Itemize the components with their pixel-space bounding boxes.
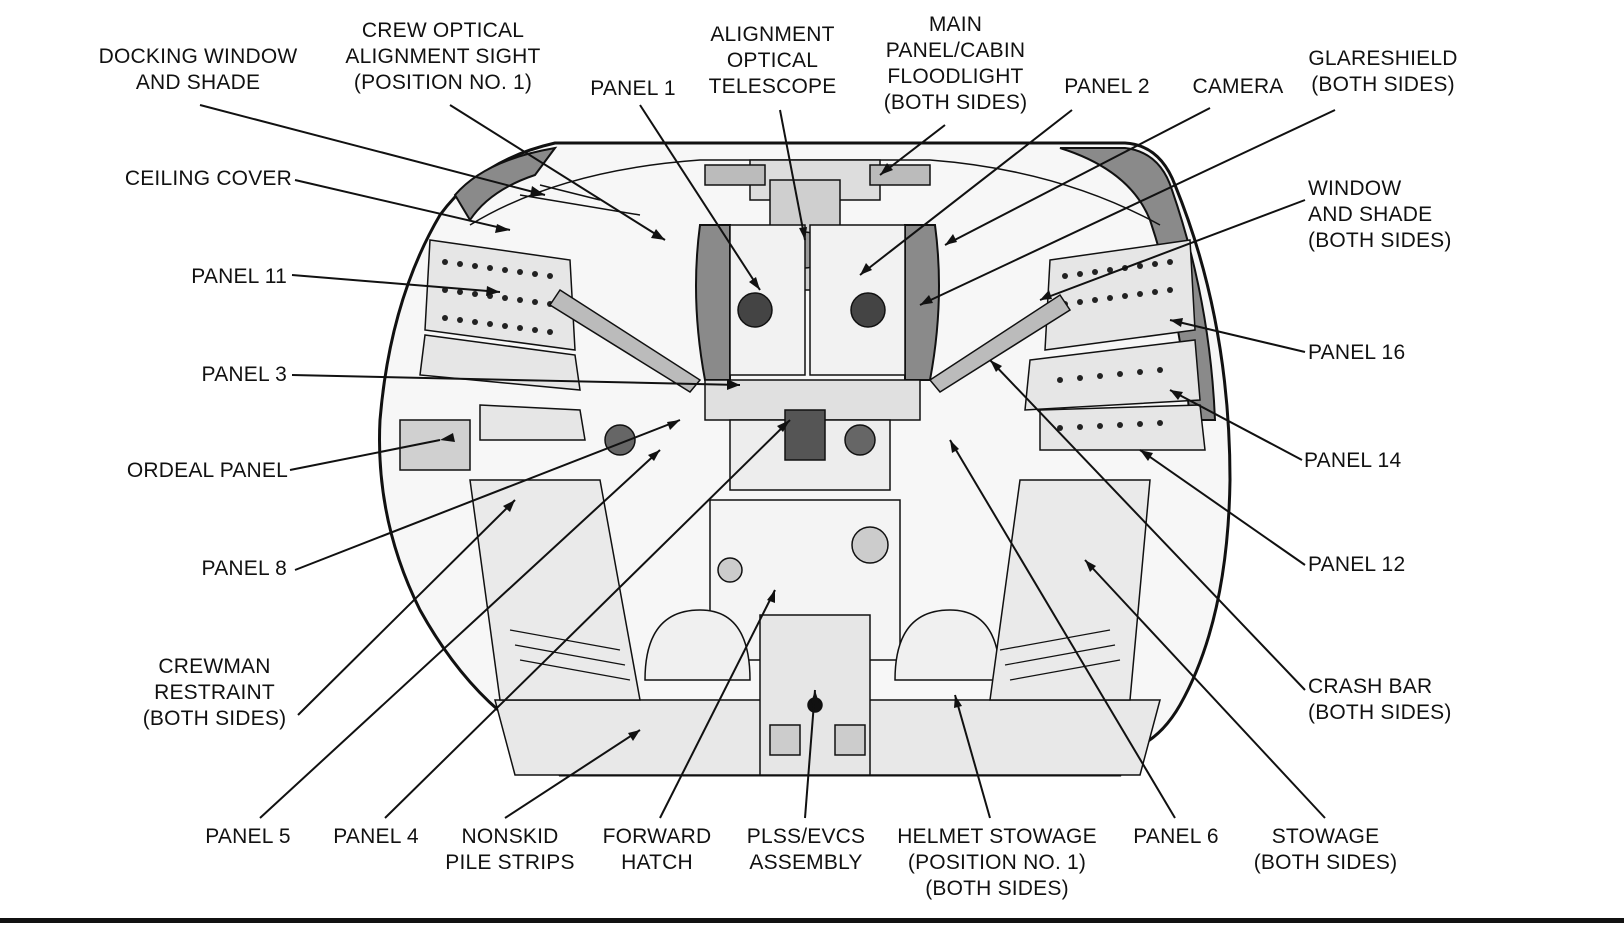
leader-panel-5 [259, 449, 661, 819]
leader-panel-2 [859, 109, 1073, 276]
leader-panel-14 [1169, 389, 1303, 461]
leader-panel-4 [384, 419, 791, 819]
label-panel-1: PANEL 1 [590, 77, 676, 100]
label-main-panel-floodlight: MAIN PANEL/CABIN FLOODLIGHT (BOTH SIDES) [883, 13, 1028, 114]
label-helmet-stowage: HELMET STOWAGE (POSITION NO. 1) (BOTH SI… [897, 825, 1097, 900]
leader-panel-16 [1169, 319, 1306, 353]
leader-helmet-stowage [954, 694, 991, 819]
leader-ordeal-panel [289, 439, 441, 471]
left-side-panels [399, 239, 586, 471]
label-docking-window: DOCKING WINDOW AND SHADE [98, 45, 298, 94]
leader-crash-bar [989, 359, 1306, 691]
leader-nonskid [504, 729, 641, 819]
leader-plss-evcs [804, 689, 816, 819]
leader-panel-8 [294, 419, 681, 571]
leader-window-shade [1039, 199, 1306, 301]
leader-lines [199, 104, 1336, 819]
label-panel-16: PANEL 16 [1308, 341, 1406, 364]
label-panel-8: PANEL 8 [201, 557, 287, 580]
leader-crewman-restraint [297, 499, 516, 716]
label-camera: CAMERA [1192, 75, 1284, 98]
label-stowage: STOWAGE (BOTH SIDES) [1253, 825, 1398, 874]
leader-panel-12 [1139, 449, 1306, 566]
leader-arrowheads [440, 163, 1183, 741]
label-panel-2: PANEL 2 [1064, 75, 1150, 98]
label-window-and-shade: WINDOW AND SHADE (BOTH SIDES) [1308, 177, 1452, 252]
label-panel-14: PANEL 14 [1304, 449, 1402, 472]
right-side-panels [1024, 239, 1206, 451]
glareshields [548, 288, 1072, 393]
leader-docking-window [199, 104, 546, 196]
label-panel-6: PANEL 6 [1133, 825, 1219, 848]
label-nonskid-pile-strips: NONSKID PILE STRIPS [445, 825, 575, 874]
helmets [644, 609, 1001, 776]
label-panel-3: PANEL 3 [201, 363, 287, 386]
leader-forward-hatch [659, 589, 776, 819]
label-glareshield: GLARESHIELD (BOTH SIDES) [1308, 47, 1458, 96]
leader-crew-optical-sight [449, 104, 666, 241]
label-panel-4: PANEL 4 [333, 825, 419, 848]
leader-ceiling-cover [294, 179, 511, 231]
center-console [604, 179, 921, 491]
label-alignment-optical-telescope: ALIGNMENT OPTICAL TELESCOPE [708, 23, 837, 98]
leader-floodlight [879, 124, 946, 176]
leader-panel-6 [949, 439, 1176, 819]
label-crew-optical-alignment-sight: CREW OPTICAL ALIGNMENT SIGHT (POSITION N… [345, 19, 541, 94]
label-panel-12: PANEL 12 [1308, 553, 1406, 576]
label-plss-evcs-assembly: PLSS/EVCS ASSEMBLY [746, 825, 866, 874]
leader-camera [944, 107, 1211, 246]
leader-panel-1 [639, 104, 761, 291]
leader-panel-11 [291, 274, 501, 293]
label-crewman-restraint: CREWMAN RESTRAINT (BOTH SIDES) [142, 655, 287, 730]
right-panel-dots [1057, 259, 1173, 431]
label-panel-5: PANEL 5 [205, 825, 291, 848]
leader-glareshield [919, 109, 1336, 306]
bottom-rule [0, 918, 1624, 923]
label-panel-11: PANEL 11 [191, 265, 287, 288]
label-ordeal-panel: ORDEAL PANEL [126, 459, 288, 482]
leader-alignment-telescope [779, 109, 806, 241]
label-forward-hatch: FORWARD HATCH [602, 825, 712, 874]
label-ceiling-cover: CEILING COVER [124, 167, 292, 190]
label-crash-bar: CRASH BAR (BOTH SIDES) [1308, 675, 1452, 724]
leader-panel-3 [291, 374, 741, 386]
leader-stowage [1084, 559, 1326, 819]
